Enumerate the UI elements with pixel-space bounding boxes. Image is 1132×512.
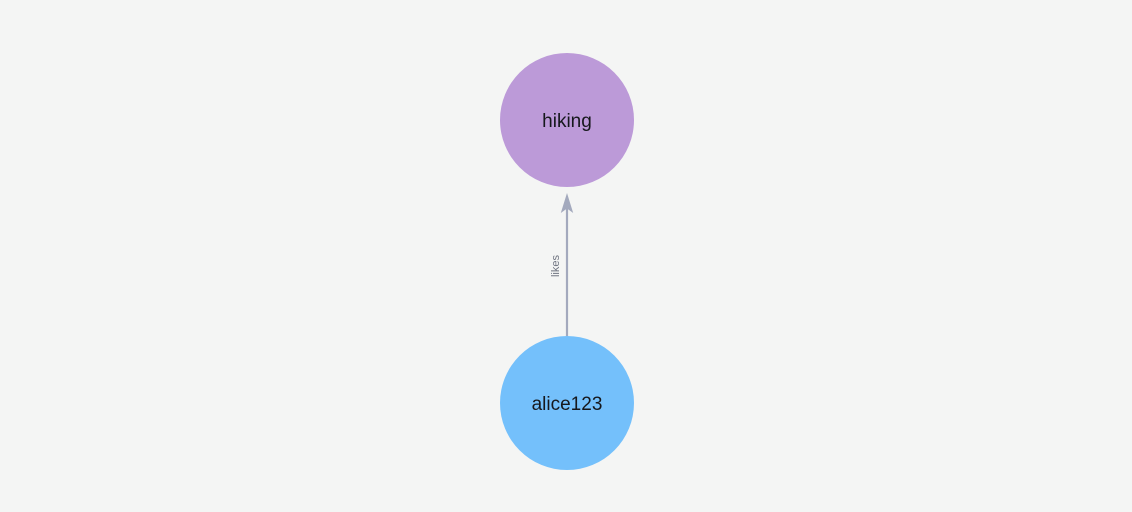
node-alice123-circle[interactable] xyxy=(500,336,634,470)
node-alice123-label: alice123 xyxy=(532,394,603,415)
edge-alice123-likes-hiking[interactable]: likes xyxy=(550,193,574,336)
node-hiking-circle[interactable] xyxy=(500,53,634,187)
node-alice123[interactable]: alice123 xyxy=(500,336,634,470)
edge-label-likes: likes xyxy=(550,255,562,278)
node-hiking[interactable]: hiking xyxy=(500,53,634,187)
node-hiking-label: hiking xyxy=(542,111,592,132)
edge-arrowhead-icon xyxy=(560,193,574,213)
